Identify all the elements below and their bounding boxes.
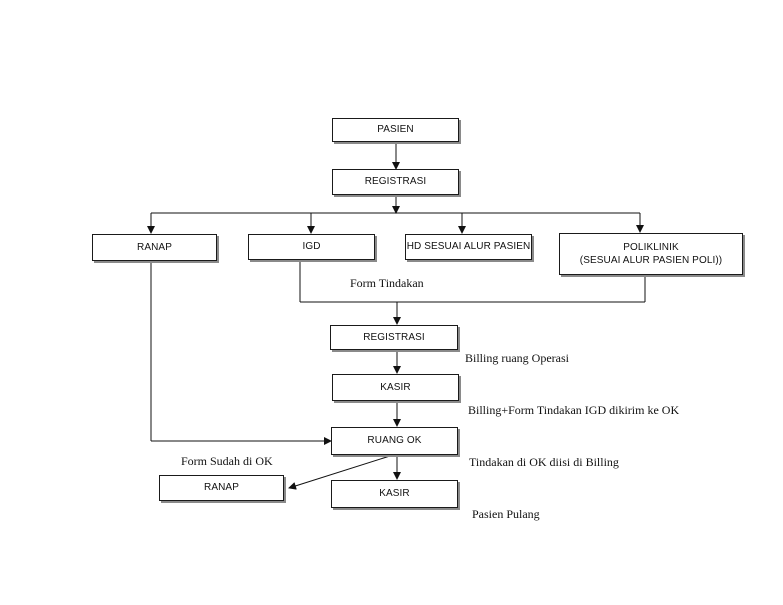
node-pasien: PASIEN [332, 118, 459, 142]
node-poliklinik: POLIKLINIK (SESUAI ALUR PASIEN POLI)) [559, 233, 743, 275]
node-ranap-2: RANAP [159, 475, 284, 501]
note-form-tindakan: Form Tindakan [350, 276, 424, 290]
poliklinik-subtitle: (SESUAI ALUR PASIEN POLI)) [579, 255, 723, 266]
node-registrasi-1: REGISTRASI [332, 169, 459, 195]
node-ruang-ok: RUANG OK [331, 427, 458, 455]
note-billing-ruang-operasi: Billing ruang Operasi [465, 351, 569, 365]
note-billing-form-igd: Billing+Form Tindakan IGD dikirim ke OK [468, 403, 680, 417]
arrow-ruangok-ranap [288, 454, 394, 490]
poliklinik-title: POLIKLINIK [623, 241, 679, 253]
note-form-sudah-di-ok: Form Sudah di OK [181, 454, 273, 468]
node-igd: IGD [248, 234, 375, 260]
node-kasir-2: KASIR [331, 480, 458, 508]
node-ranap-1: RANAP [92, 234, 217, 261]
note-tindakan-di-ok: Tindakan di OK diisi di Billing [469, 455, 619, 469]
node-hd: HD SESUAI ALUR PASIEN [405, 234, 532, 260]
node-registrasi-2: REGISTRASI [330, 325, 458, 350]
note-pasien-pulang: Pasien Pulang [472, 507, 540, 521]
node-kasir-1: KASIR [332, 374, 459, 401]
